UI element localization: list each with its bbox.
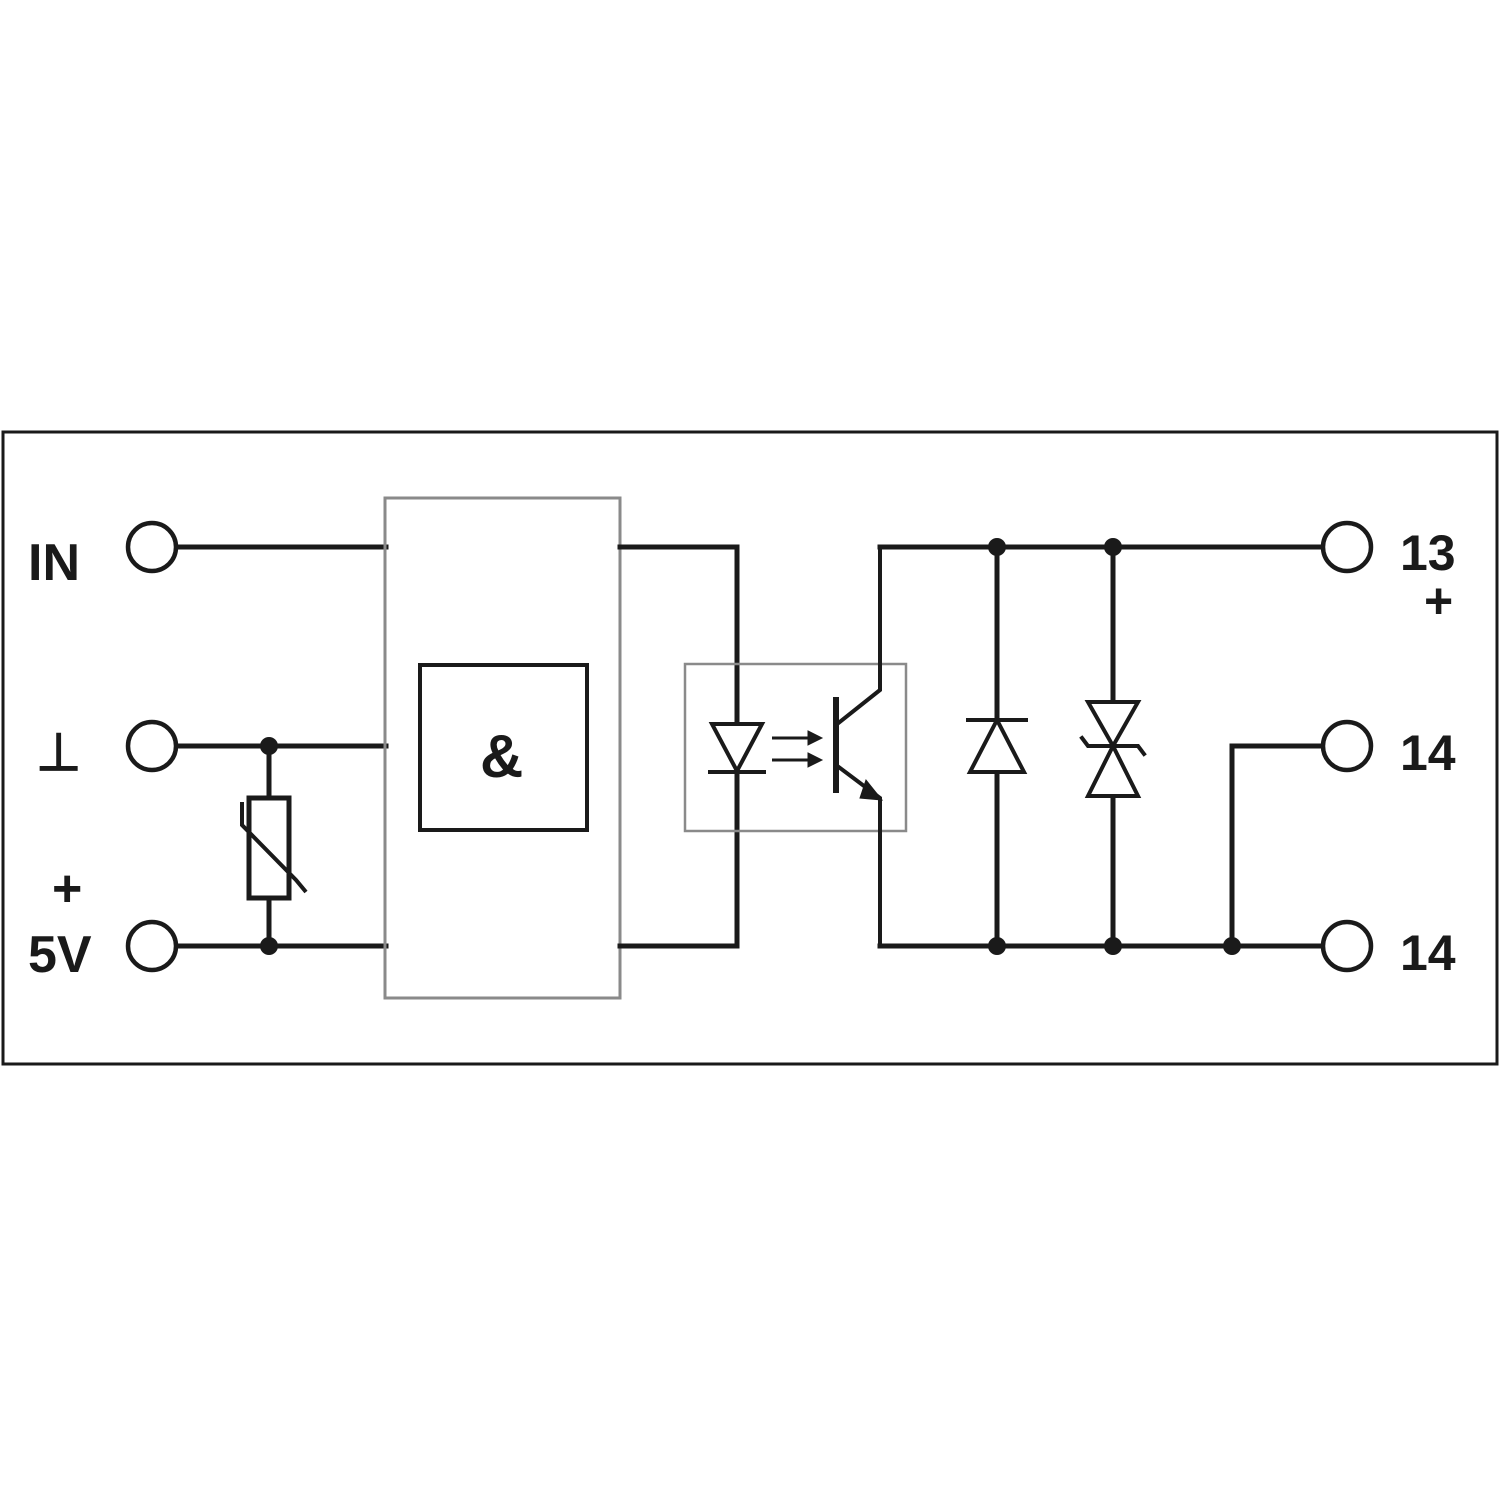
terminal-14-upper[interactable]: [1320, 719, 1374, 773]
wire-logic-out-top: [617, 544, 740, 725]
junction-dot-5v: [260, 937, 278, 955]
label-14-upper: 14: [1400, 725, 1456, 781]
varistor-body: [246, 795, 292, 901]
logic-module-outer: [383, 496, 622, 1000]
logic-and-gate: [418, 663, 589, 832]
label-plus-right: +: [1424, 573, 1453, 629]
label-14-lower: 14: [1400, 925, 1456, 981]
junction-dot-diode-bottom: [988, 937, 1006, 955]
light-arrowhead-1: [807, 730, 824, 746]
terminal-14-lower[interactable]: [1320, 919, 1374, 973]
optocoupler-box: [683, 662, 908, 833]
label-13: 13: [1400, 525, 1456, 581]
phototransistor-collector: [833, 545, 882, 728]
terminal-in[interactable]: [125, 520, 179, 574]
phototransistor-emitter-arrow: [859, 778, 884, 801]
wire-14-link: [1229, 743, 1329, 949]
junction-dot-tvs-top: [1104, 538, 1122, 556]
terminal-13[interactable]: [1320, 520, 1374, 574]
optocoupler-led: [708, 722, 766, 776]
label-ground: ⊥: [36, 724, 81, 782]
wire-logic-out-bottom: [617, 772, 740, 949]
label-5v: 5V: [28, 926, 92, 984]
outer-frame: [1, 430, 1499, 1066]
label-in: IN: [28, 534, 80, 592]
terminal-ground[interactable]: [125, 719, 179, 773]
light-arrowhead-2: [807, 752, 824, 768]
tvs-diode-lower: [1084, 741, 1142, 798]
tvs-zener-bar: [1079, 735, 1147, 757]
junction-dot-tvs-bottom: [1104, 937, 1122, 955]
junction-dot-14: [1223, 937, 1241, 955]
protection-diode: [966, 715, 1028, 774]
junction-dot-ground: [260, 737, 278, 755]
junction-dot-diode-top: [988, 538, 1006, 556]
terminal-5v[interactable]: [125, 919, 179, 973]
logic-and-symbol: &: [480, 723, 523, 790]
label-plus-left: +: [52, 860, 82, 918]
varistor-slash: [240, 802, 308, 894]
tvs-diode-upper: [1084, 700, 1142, 751]
